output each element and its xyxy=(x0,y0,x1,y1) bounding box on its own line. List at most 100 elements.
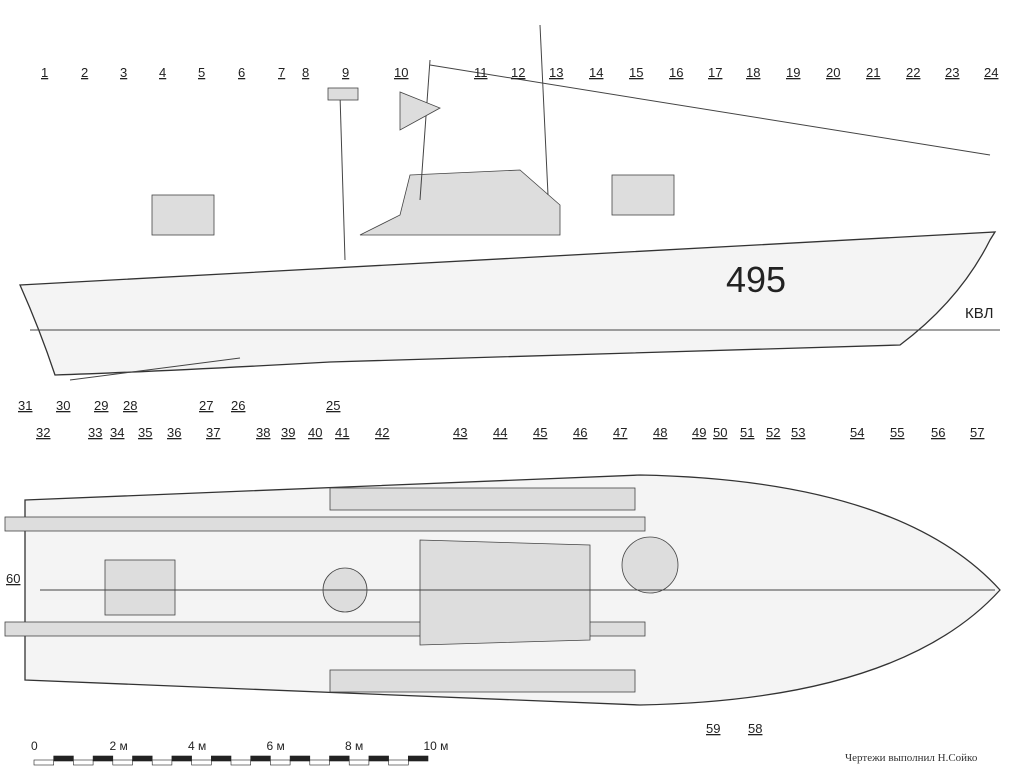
scale-segment xyxy=(171,755,192,762)
side-elevation: 495 КВЛ xyxy=(19,24,1000,381)
torpedo-rail-upper xyxy=(4,516,646,532)
credit: Чертежи выполнил Н.Сойко xyxy=(845,752,978,764)
scale-segment xyxy=(250,755,271,762)
callout-28: 28 xyxy=(123,398,137,413)
aft-turret xyxy=(611,174,675,216)
callout-60: 60 xyxy=(6,571,20,586)
callout-18: 18 xyxy=(746,65,760,80)
waterline-label: КВЛ xyxy=(965,305,993,322)
scale-segment xyxy=(73,759,94,766)
callout-20: 20 xyxy=(826,65,840,80)
callout-30: 30 xyxy=(56,398,70,413)
scale-segment xyxy=(407,755,429,762)
callout-26: 26 xyxy=(231,398,245,413)
callout-43: 43 xyxy=(453,425,467,440)
scale-segment xyxy=(191,759,212,766)
callout-21: 21 xyxy=(866,65,880,80)
callout-49: 49 xyxy=(692,425,706,440)
scale-segment xyxy=(33,759,55,766)
callout-24: 24 xyxy=(984,65,998,80)
scale-segment xyxy=(348,759,370,766)
hull-number: 495 xyxy=(726,259,786,300)
torpedo-tube-upper xyxy=(329,487,636,511)
callout-15: 15 xyxy=(629,65,643,80)
callout-7: 7 xyxy=(278,65,285,80)
scale-segment xyxy=(289,755,311,762)
callout-41: 41 xyxy=(335,425,349,440)
plan-view xyxy=(4,474,1001,706)
scale-segment xyxy=(53,755,74,762)
forward-gun-plan xyxy=(104,559,176,616)
callout-5: 5 xyxy=(198,65,205,80)
callout-11: 11 xyxy=(474,65,488,80)
callout-2: 2 xyxy=(81,65,88,80)
callout-36: 36 xyxy=(167,425,181,440)
callout-38: 38 xyxy=(256,425,270,440)
callout-35: 35 xyxy=(138,425,152,440)
callout-47: 47 xyxy=(613,425,627,440)
scale-segment xyxy=(211,755,232,762)
aft-mast xyxy=(539,24,549,196)
callout-52: 52 xyxy=(766,425,780,440)
callout-1: 1 xyxy=(41,65,48,80)
callout-13: 13 xyxy=(549,65,563,80)
callout-6: 6 xyxy=(238,65,245,80)
scale-segment xyxy=(230,759,252,766)
callout-59: 59 xyxy=(706,721,720,736)
callout-39: 39 xyxy=(281,425,295,440)
forward-turret xyxy=(151,194,215,236)
callout-3: 3 xyxy=(120,65,127,80)
scale-segment xyxy=(329,755,350,762)
callout-10: 10 xyxy=(394,65,408,80)
callout-25: 25 xyxy=(326,398,340,413)
rigging xyxy=(429,64,991,156)
callout-48: 48 xyxy=(653,425,667,440)
callout-54: 54 xyxy=(850,425,864,440)
scale-segment xyxy=(368,755,389,762)
flag xyxy=(399,91,441,131)
scale-label: 6 м xyxy=(267,739,285,753)
scale-segment xyxy=(92,755,114,762)
callout-12: 12 xyxy=(511,65,525,80)
callout-8: 8 xyxy=(302,65,309,80)
callout-40: 40 xyxy=(308,425,322,440)
scale-segment xyxy=(132,755,153,762)
radar-mast xyxy=(339,94,346,261)
scale-label: 0 xyxy=(31,739,38,753)
callout-58: 58 xyxy=(748,721,762,736)
deckhouse xyxy=(359,169,561,236)
callout-50: 50 xyxy=(713,425,727,440)
scale-label: 4 м xyxy=(188,739,206,753)
callout-17: 17 xyxy=(708,65,722,80)
callout-57: 57 xyxy=(970,425,984,440)
callout-33: 33 xyxy=(88,425,102,440)
torpedo-tube-lower xyxy=(329,669,636,693)
side-hull xyxy=(19,231,997,376)
callout-46: 46 xyxy=(573,425,587,440)
scale-segment xyxy=(270,759,291,766)
scale-segment xyxy=(112,759,133,766)
callout-32: 32 xyxy=(36,425,50,440)
callout-31: 31 xyxy=(18,398,32,413)
scale-segment xyxy=(151,759,173,766)
callout-53: 53 xyxy=(791,425,805,440)
scale-segment xyxy=(388,759,409,766)
callout-44: 44 xyxy=(493,425,507,440)
callout-19: 19 xyxy=(786,65,800,80)
scale-segment xyxy=(309,759,330,766)
callout-55: 55 xyxy=(890,425,904,440)
radar xyxy=(327,87,359,101)
aft-turret-plan xyxy=(621,536,679,594)
mast xyxy=(419,59,431,201)
callout-34: 34 xyxy=(110,425,124,440)
callout-14: 14 xyxy=(589,65,603,80)
callout-42: 42 xyxy=(375,425,389,440)
bridge-plan xyxy=(419,539,591,646)
callout-37: 37 xyxy=(206,425,220,440)
scale-label: 10 м xyxy=(424,739,449,753)
callout-9: 9 xyxy=(342,65,349,80)
callout-23: 23 xyxy=(945,65,959,80)
